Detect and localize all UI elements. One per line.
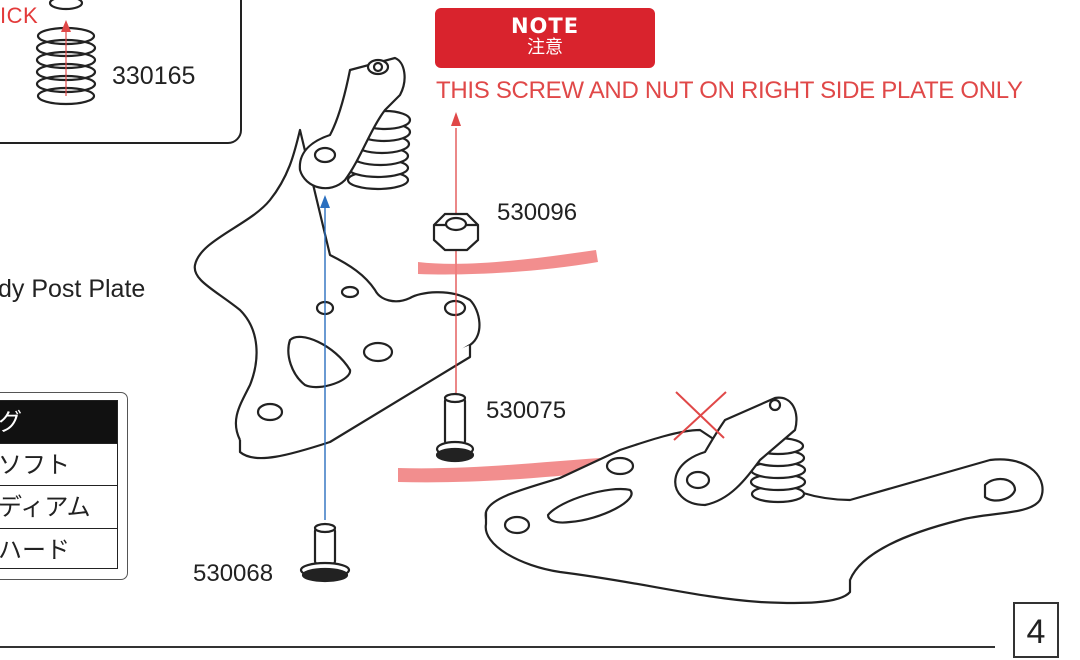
rate-row-soft: ソフト <box>0 444 117 486</box>
red-arrow-head <box>451 112 461 126</box>
note-title: NOTE <box>510 14 580 38</box>
rate-row-hard: ハード <box>0 535 70 564</box>
nut-part-number: 530096 <box>497 199 578 226</box>
body-post-plate-label: dy Post Plate <box>0 275 146 303</box>
rate-table-header: グ <box>0 401 117 444</box>
screw-bottom-part-number: 530068 <box>193 560 274 587</box>
inset-arrow-head <box>61 20 71 32</box>
highlight-stroke-top <box>418 250 598 275</box>
screw-530075 <box>435 392 475 463</box>
note-badge: NOTE 注意 <box>435 8 655 68</box>
right-shock-mount <box>674 396 807 507</box>
bottom-rule <box>0 646 995 648</box>
note-instruction: THIS SCREW AND NUT ON RIGHT SIDE PLATE O… <box>436 77 1023 104</box>
nut-530096 <box>432 212 480 252</box>
blue-arrow-head <box>320 195 330 208</box>
left-post-plate <box>193 128 481 460</box>
highlight-stroke-bottom <box>398 458 600 483</box>
rate-row-medium: ディアム <box>0 486 117 529</box>
screw-530068 <box>299 522 351 583</box>
note-subtitle: 注意 <box>527 37 563 58</box>
red-x-mark <box>673 391 727 441</box>
right-post-plate <box>484 428 1044 605</box>
spring-rate-table: グ ソフト ディアム ハード <box>0 392 128 580</box>
left-shock-mount <box>298 56 412 191</box>
spring-part-number: 330165 <box>112 62 196 90</box>
inset-label-fragment: ICK <box>0 3 39 28</box>
spring-inset-box <box>0 0 242 144</box>
page-number: 4 <box>1013 602 1059 658</box>
screw-short-part-number: 530075 <box>486 397 567 424</box>
